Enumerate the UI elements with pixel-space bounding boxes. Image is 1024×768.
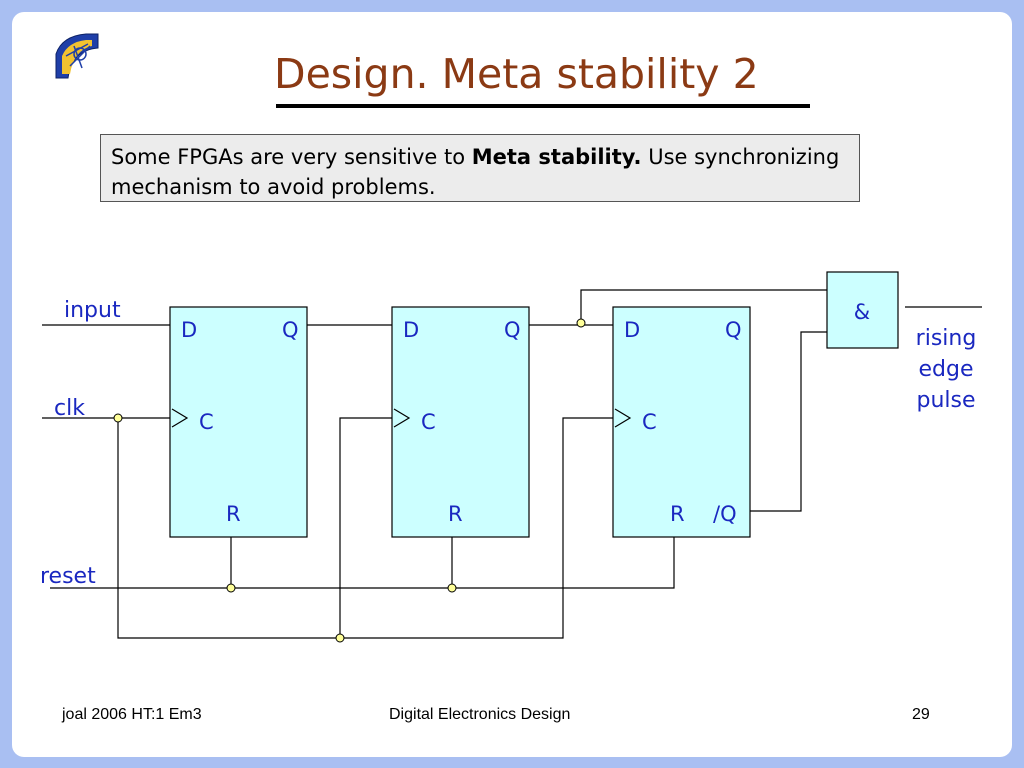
ff2-c-pin: C	[421, 410, 436, 434]
wire-q2-gate	[580, 289, 827, 323]
junctions	[113, 318, 586, 643]
university-seal-icon	[55, 33, 99, 79]
page-number: 29	[912, 706, 930, 723]
footer-author: joal 2006 HT:1 Em3	[62, 706, 202, 723]
clock-triangle-2	[393, 408, 411, 428]
ff1-d-pin: D	[181, 318, 197, 342]
wire-clk-bus	[117, 417, 613, 639]
junction-q2	[576, 318, 586, 328]
ff3-qbar-pin: /Q	[713, 502, 737, 526]
info-text-end: Use synchronizing mechanism to avoid pro…	[111, 145, 840, 199]
flipflop-2	[391, 306, 530, 538]
flipflop-3	[612, 306, 751, 538]
label-reset: reset	[40, 564, 96, 589]
ff3-c-pin: C	[642, 410, 657, 434]
ff1-c-pin: C	[199, 410, 214, 434]
label-clk: clk	[54, 396, 85, 421]
label-output-2: edge	[919, 357, 974, 382]
junction-clk	[113, 413, 123, 423]
wire-reset	[50, 537, 675, 589]
info-text-bold: Meta stability.	[471, 145, 642, 169]
ff3-d-pin: D	[624, 318, 640, 342]
ff3-r-pin: R	[670, 502, 685, 526]
ff2-q-pin: Q	[504, 318, 521, 342]
ff2-d-pin: D	[403, 318, 419, 342]
ff3-q-pin: Q	[725, 318, 742, 342]
title-underline	[276, 104, 810, 108]
junction-reset-2	[447, 583, 457, 593]
ff2-r-pin: R	[448, 502, 463, 526]
label-input: input	[64, 298, 121, 323]
clock-triangle-3	[614, 408, 632, 428]
info-text-start: Some FPGAs are very sensitive to	[111, 145, 472, 169]
clock-triangle-1	[171, 408, 189, 428]
info-box: Some FPGAs are very sensitive to Meta st…	[100, 134, 860, 202]
label-output-3: pulse	[916, 388, 975, 413]
wires	[42, 289, 982, 639]
wire-clk-ff2	[339, 417, 392, 638]
label-output-1: rising	[916, 326, 977, 351]
and-gate-label: &	[854, 300, 870, 324]
page-title: Design. Meta stability 2	[274, 50, 759, 98]
wire-qbar-gate	[750, 331, 827, 512]
footer-course: Digital Electronics Design	[389, 706, 571, 723]
and-gate	[826, 271, 899, 349]
ff1-q-pin: Q	[282, 318, 299, 342]
junction-reset-1	[226, 583, 236, 593]
flipflop-1	[169, 306, 308, 538]
junction-clk-bus	[335, 633, 345, 643]
ff1-r-pin: R	[226, 502, 241, 526]
